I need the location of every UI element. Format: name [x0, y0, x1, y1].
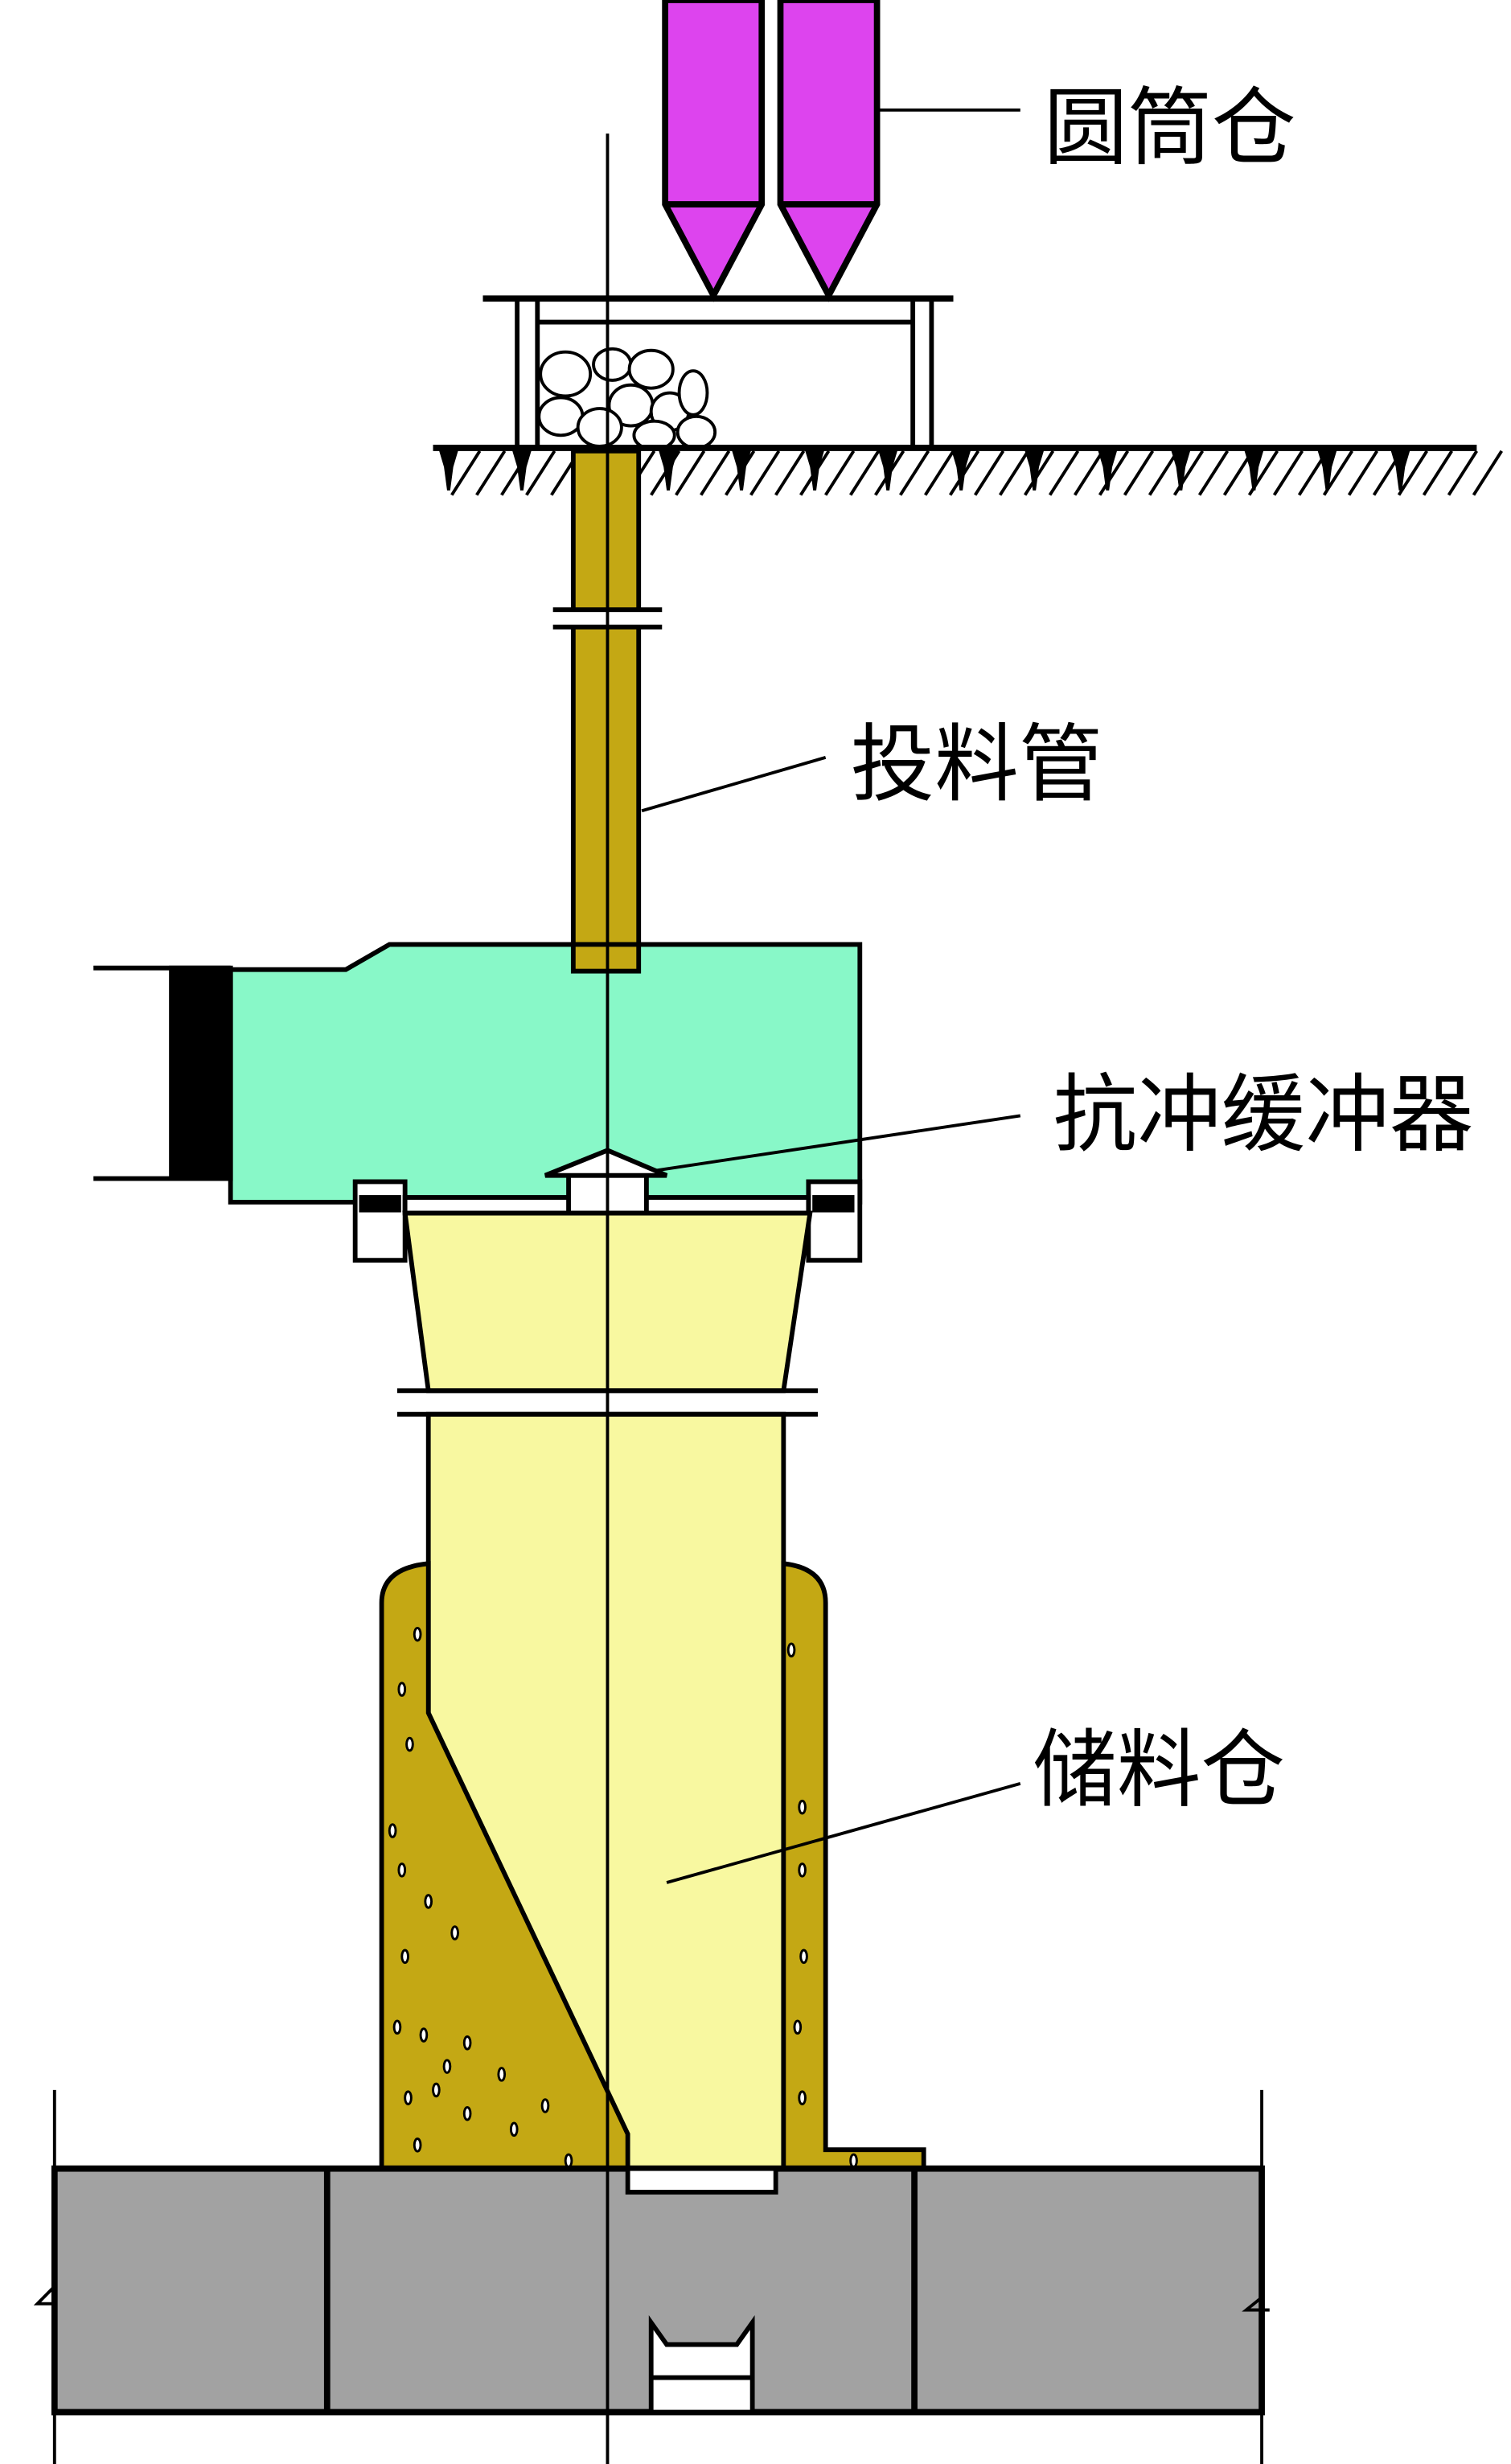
aggregate-speck	[432, 2082, 441, 2098]
ground-hatch	[1347, 450, 1379, 496]
aggregate-speck	[786, 1642, 796, 1658]
ground-hatch	[1123, 450, 1155, 496]
aggregate-speck	[798, 1799, 807, 1815]
storage-bin	[379, 1210, 926, 2171]
silos	[662, 0, 881, 302]
ground-hatch	[1422, 450, 1454, 496]
ground-hatch	[1447, 450, 1479, 496]
aggregate-speck	[405, 1736, 414, 1752]
ground-hatch	[675, 450, 706, 496]
ground-spike	[804, 449, 825, 491]
aggregate-speck	[798, 2090, 807, 2105]
aggregate-speck	[540, 2098, 550, 2113]
ground-hatch	[774, 450, 806, 496]
aggregate-speck	[424, 1894, 433, 1909]
aggregate-speck	[799, 1949, 808, 1965]
ground-hatch	[998, 450, 1030, 496]
ground-spike	[1097, 449, 1118, 491]
ground-hatch	[1472, 450, 1504, 496]
ground-hatch	[899, 450, 930, 496]
storage-bin-label: 储料仓	[1033, 1720, 1285, 1820]
aggregate-speck	[413, 2138, 422, 2153]
ground-hatch	[1073, 450, 1105, 496]
storage-bin-leader-line	[666, 1781, 1021, 1884]
concrete-right	[781, 1561, 926, 2171]
ground-hatch	[475, 450, 507, 496]
ground-spike	[438, 449, 459, 491]
silo-left	[662, 0, 766, 302]
ground-hatch	[974, 450, 1005, 496]
aggregate-speck	[442, 2059, 452, 2074]
aggregate-speck	[564, 2153, 573, 2169]
buffer-label: 抗冲缓冲器	[1053, 1065, 1473, 1164]
aggregate-speck	[388, 1823, 397, 1838]
ground-spike	[731, 449, 752, 491]
buffer-chamber	[93, 942, 863, 1263]
aggregate-speck	[413, 1626, 422, 1642]
ground-hatch	[924, 450, 955, 496]
ground-spike	[1390, 449, 1410, 491]
aggregate-speck	[397, 1682, 407, 1697]
ground-hatch	[1098, 450, 1130, 496]
base-slab	[33, 2089, 1270, 2464]
duct-gate	[169, 965, 233, 1181]
aggregate-speck	[497, 2067, 507, 2082]
concrete-left	[379, 1561, 630, 2171]
aggregate-speck	[462, 2035, 472, 2051]
ground-hatch	[450, 450, 482, 496]
ground-spike	[1317, 449, 1337, 491]
ground-hatch	[1197, 450, 1230, 496]
ground-spike	[658, 449, 679, 491]
ground-hatch	[700, 450, 731, 496]
support-frame	[482, 295, 954, 448]
ground-spike	[1171, 449, 1191, 491]
ground-spike	[877, 449, 898, 491]
ground-hatch	[1148, 450, 1180, 496]
aggregate-speck	[392, 2019, 402, 2035]
ground-hatch	[1048, 450, 1080, 496]
ground-hatch	[525, 450, 556, 496]
aggregate-speck	[509, 2121, 519, 2138]
ground-spike	[1024, 449, 1045, 491]
ground-hatch	[1272, 450, 1304, 496]
ground-spike	[511, 449, 532, 491]
ground-hatch	[749, 450, 781, 496]
aggregate-speck	[450, 1925, 459, 1940]
aggregate-speck	[849, 2153, 858, 2169]
aggregate-speck	[397, 1862, 407, 1878]
ground-hatch	[1397, 450, 1429, 496]
ground-hatch	[849, 450, 881, 496]
aggregate-speck	[404, 2090, 413, 2105]
buffer-leader-line	[654, 1114, 1021, 1172]
aggregate-speck	[793, 2019, 803, 2035]
ground-spike	[951, 449, 971, 491]
silo-right	[777, 0, 881, 302]
aggregate-speck	[419, 2027, 429, 2043]
silo-label: 圆筒仓	[1044, 78, 1296, 178]
rock-pile	[537, 347, 717, 451]
aggregate-speck	[462, 2105, 472, 2121]
ground-hatch	[1023, 450, 1055, 496]
ground-spike	[1244, 449, 1264, 491]
ground-hatch	[824, 450, 856, 496]
aggregate-speck	[400, 1949, 409, 1965]
feed-pipe-leader-line	[641, 755, 827, 813]
feed-pipe-label: 投料管	[851, 714, 1103, 814]
aggregate-speck	[798, 1862, 807, 1878]
